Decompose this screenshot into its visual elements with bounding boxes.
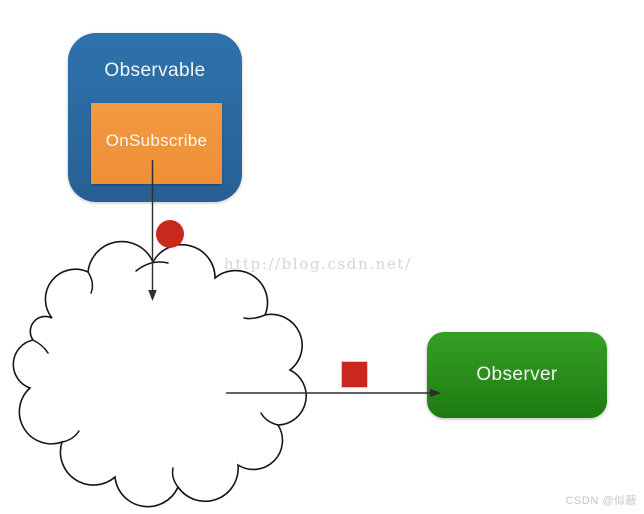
emit-arrow: [226, 388, 441, 398]
onsubscribe-label: OnSubscribe: [105, 130, 208, 150]
cloud-shape: [12, 240, 307, 508]
cloud-stroke-tick: [135, 261, 169, 272]
red-square-marble-icon: [342, 362, 367, 387]
cloud-stroke-tick: [61, 430, 80, 443]
watermark-text: http://blog.csdn.net/: [224, 255, 412, 273]
cloud-stroke-tick: [32, 339, 49, 354]
cloud-stroke-tick: [260, 412, 279, 426]
observable-label: Observable: [104, 60, 206, 81]
onsubscribe-node: OnSubscribe: [91, 103, 222, 184]
red-circle-marble-icon: [156, 220, 184, 248]
cloud-stroke-tick: [171, 467, 179, 488]
observable-node: Observable OnSubscribe: [68, 33, 242, 202]
cloud-stroke-tick: [87, 271, 94, 294]
observer-label: Observer: [476, 364, 558, 385]
cloud-stroke-tick: [243, 314, 266, 320]
credit-text: CSDN @似蔽: [565, 495, 637, 507]
arrowhead-down-icon: [148, 290, 157, 301]
observer-node: Observer: [427, 332, 607, 418]
